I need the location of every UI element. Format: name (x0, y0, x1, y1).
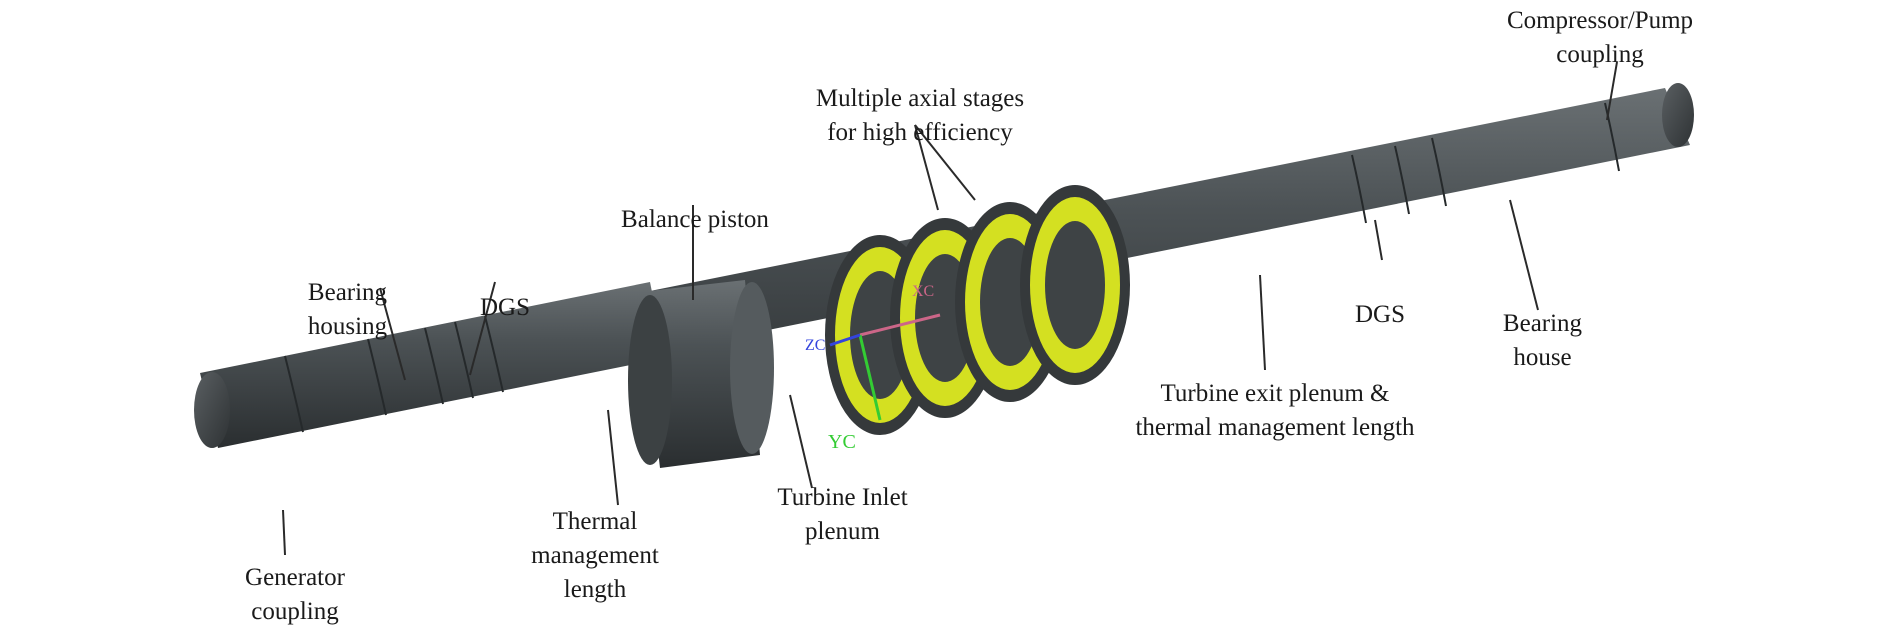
generator-coupling-face (194, 372, 230, 448)
label-generator-coupling: Generator coupling (245, 564, 345, 625)
axis-tag-xc: XC (912, 283, 935, 300)
left-grooves (284, 315, 504, 433)
label-axial-stages: Multiple axial stages for high efficienc… (815, 85, 1025, 146)
compressor-coupling-face (1662, 83, 1694, 147)
shaft-left-section (200, 282, 665, 448)
axis-tag-yc: YC (828, 431, 856, 453)
turbine-stages (825, 185, 1130, 435)
axis-tag-zc: ZC (805, 337, 826, 354)
label-bearing-housing: Bearing housing (307, 279, 388, 340)
label-compressor-coupling: Compressor/Pump coupling (1506, 7, 1694, 68)
leader-lines (282, 61, 1618, 556)
label-thermal-mgmt: Thermal management length (531, 508, 659, 603)
coordinate-axes (829, 313, 941, 421)
label-turbine-exit: Turbine exit plenum & thermal management… (1135, 380, 1415, 441)
balance-piston-shape (628, 280, 774, 468)
label-dgs-right: DGS (1354, 301, 1405, 328)
label-bearing-house: Bearing house (1502, 310, 1583, 371)
label-dgs-left: DGS (479, 294, 530, 321)
label-turbine-inlet: Turbine Inlet plenum (777, 484, 908, 545)
label-balance-piston: Balance piston (621, 206, 769, 233)
right-grooves (1351, 102, 1620, 224)
